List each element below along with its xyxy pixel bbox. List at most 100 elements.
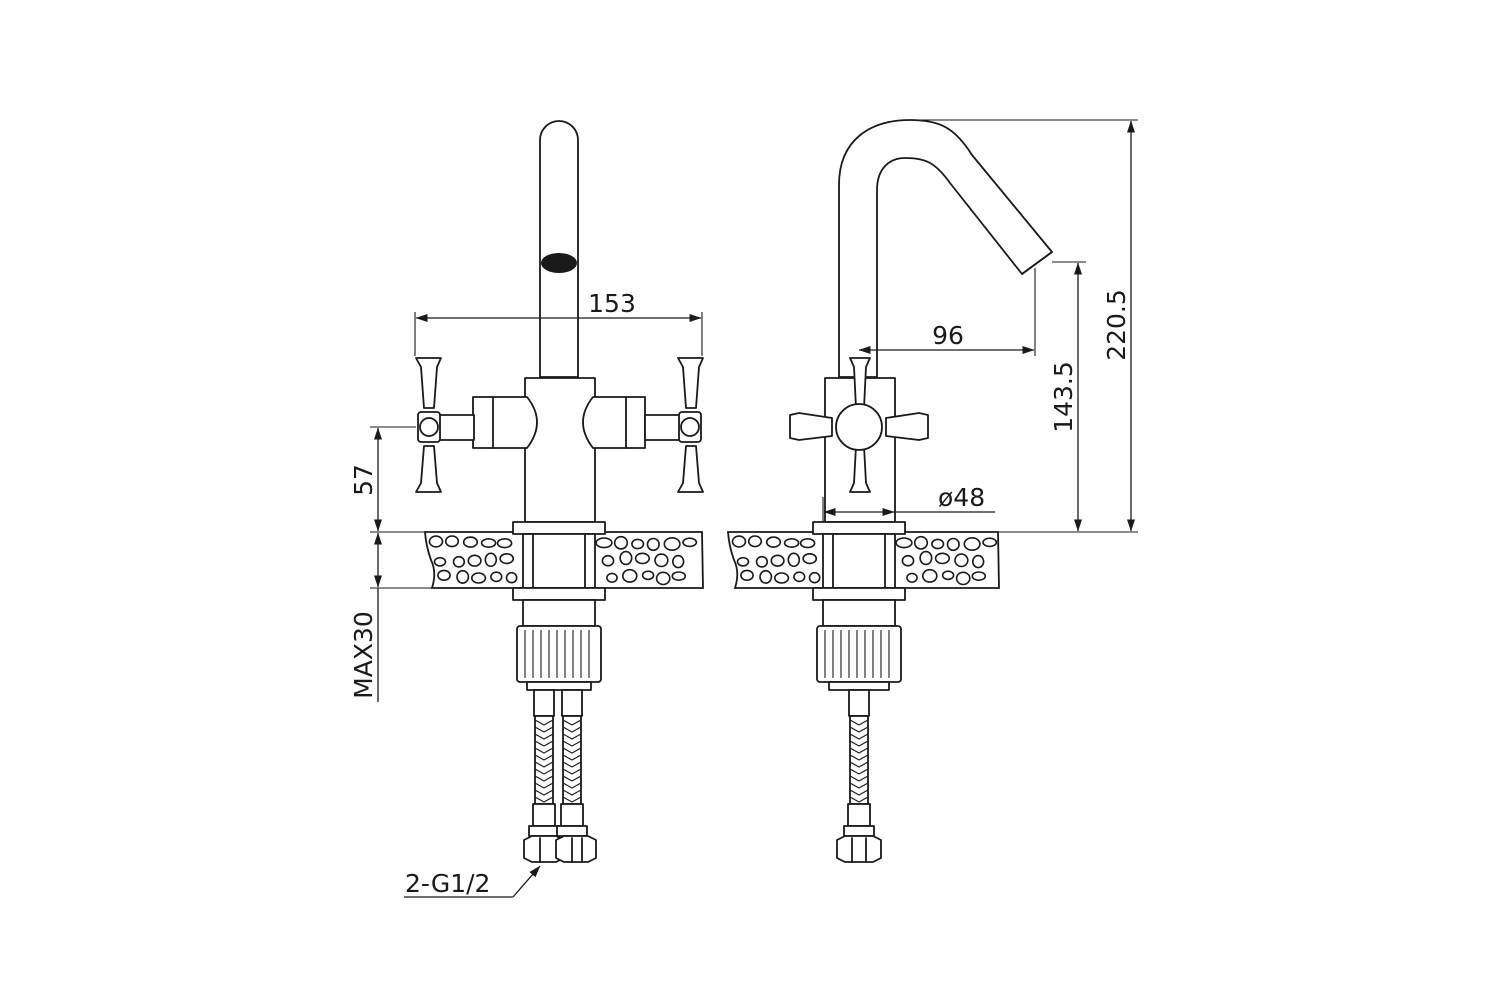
stone-pattern [621, 568, 638, 583]
hose-braid [849, 733, 869, 740]
dimension-label-outlet-height: 143.5 [1049, 361, 1078, 433]
hose-braid [562, 719, 582, 726]
hose-braid [534, 761, 554, 768]
stone-pattern [606, 572, 618, 583]
front-view: 153 57 MAX30 2-G1/2 [349, 120, 704, 898]
stone-pattern [921, 568, 938, 583]
stone-pattern [456, 569, 470, 584]
stone-pattern [793, 571, 806, 583]
hose-braid [849, 775, 869, 782]
stone-pattern [462, 536, 479, 548]
dimension-label-spout-reach: 96 [932, 321, 964, 350]
hose-braid [849, 782, 869, 789]
stone-pattern [799, 537, 816, 549]
dimension-label-base-diameter: ø48 [938, 483, 985, 512]
dimension-label-deck-thickness: MAX30 [349, 611, 378, 699]
side-body [812, 377, 906, 589]
stone-pattern [783, 537, 800, 548]
stone-pattern [982, 537, 998, 548]
dimension-label-handle-height: 57 [349, 464, 378, 496]
hose-braid [534, 740, 554, 747]
hose-braid [534, 789, 554, 796]
hose-braid [849, 789, 869, 796]
stone-pattern [963, 536, 981, 551]
stone-pattern [955, 571, 971, 586]
hose-braid [534, 719, 554, 726]
stone-pattern [901, 554, 915, 567]
stone-pattern [444, 535, 460, 548]
stone-pattern [631, 538, 645, 550]
stone-pattern [654, 553, 669, 568]
hose-braid [562, 796, 582, 803]
hose-braid [849, 747, 869, 754]
stone-pattern [895, 537, 913, 549]
hose-braid [534, 796, 554, 803]
stone-pattern [736, 556, 750, 567]
hose-braid [562, 754, 582, 761]
side-view: 96 143.5 220.5 ø48 [727, 119, 1138, 863]
stone-pattern [934, 552, 951, 565]
hose-braid [562, 761, 582, 768]
dimension-base-diameter: ø48 [822, 483, 995, 522]
stone-pattern [484, 552, 498, 568]
stone-pattern [906, 572, 918, 583]
stone-pattern [755, 555, 769, 568]
dimension-deck-thickness: MAX30 [349, 532, 432, 702]
dimension-total-height: 220.5 [910, 119, 1138, 532]
stone-pattern [433, 556, 447, 567]
outlet-aerator [541, 253, 577, 273]
dimension-outlet-height: 143.5 [998, 261, 1138, 533]
stone-pattern [954, 553, 969, 568]
hose-braid [534, 733, 554, 740]
stone-pattern [747, 535, 763, 548]
front-supply-hoses [523, 689, 597, 863]
hose-braid [562, 782, 582, 789]
stone-pattern [946, 537, 960, 552]
hose-braid [849, 719, 869, 726]
dimension-label-total-height: 220.5 [1102, 289, 1131, 361]
hose-braid [849, 761, 869, 768]
side-handle [789, 357, 929, 493]
side-mounting-nut [812, 587, 906, 691]
stone-pattern [971, 554, 985, 569]
side-supply-hose [836, 689, 882, 863]
hose-braid [849, 754, 869, 761]
stone-pattern [471, 572, 487, 584]
hose-braid [534, 775, 554, 782]
hose-braid [562, 726, 582, 733]
callout-label-thread: 2-G1/2 [405, 869, 490, 898]
stone-pattern [740, 569, 754, 581]
hose-braid [562, 740, 582, 747]
stone-pattern [941, 570, 955, 581]
stone-pattern [731, 535, 747, 548]
dimension-handle-height: 57 [349, 426, 425, 533]
hose-braid [562, 733, 582, 740]
stone-pattern [428, 535, 444, 548]
stone-pattern [770, 554, 785, 567]
hose-braid [534, 747, 554, 754]
stone-pattern [787, 552, 801, 568]
hose-braid [562, 775, 582, 782]
stone-pattern [480, 537, 497, 548]
stone-pattern [671, 554, 685, 569]
stone-pattern [802, 552, 818, 565]
hose-braid [562, 747, 582, 754]
stone-pattern [663, 536, 681, 551]
hose-braid [562, 789, 582, 796]
stone-pattern [437, 569, 451, 581]
stone-pattern [641, 570, 655, 581]
stone-pattern [619, 550, 633, 566]
hose-braid [562, 768, 582, 775]
stone-pattern [595, 537, 613, 549]
hose-braid [849, 796, 869, 803]
stone-pattern [490, 571, 503, 583]
stone-pattern [499, 552, 515, 565]
stone-pattern [919, 550, 933, 566]
stone-pattern [808, 571, 821, 584]
front-left-handle [415, 357, 475, 493]
stone-pattern [601, 554, 615, 567]
stone-pattern [496, 537, 513, 549]
hose-braid [849, 726, 869, 733]
hose-braid [849, 740, 869, 747]
